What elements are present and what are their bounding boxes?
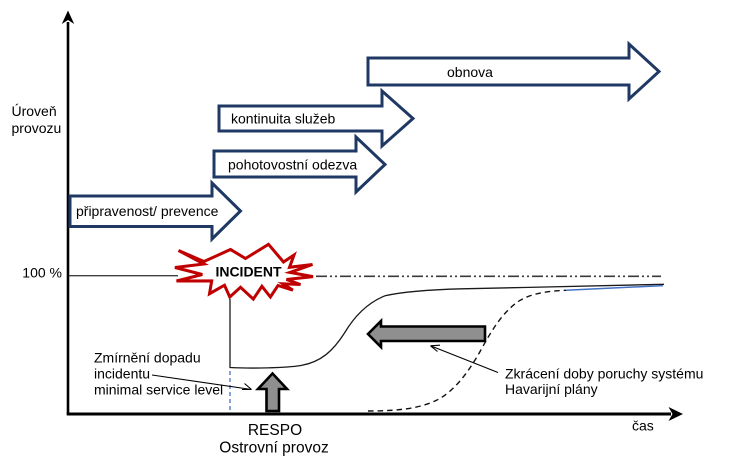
svg-text:pohotovostní odezva: pohotovostní odezva [228,157,357,173]
svg-text:minimal service level: minimal service level [94,382,223,398]
svg-text:kontinuita služeb: kontinuita služeb [231,111,336,127]
svg-text:provozu: provozu [12,120,62,136]
svg-text:RESPO: RESPO [248,422,302,439]
svg-text:Zmírnění dopadu: Zmírnění dopadu [94,350,201,366]
svg-text:INCIDENT: INCIDENT [215,264,282,280]
svg-text:připravenost/ prevence: připravenost/ prevence [76,203,219,219]
svg-text:čas: čas [632,418,654,434]
svg-text:Úroveň: Úroveň [12,103,57,119]
svg-text:Ostrovní provoz: Ostrovní provoz [219,440,328,457]
svg-text:incidentu: incidentu [94,366,150,382]
svg-text:Havarijní plány: Havarijní plány [505,381,598,397]
svg-text:100 %: 100 % [22,265,62,281]
svg-text:Zkrácení doby poruchy systému: Zkrácení doby poruchy systému [505,366,703,382]
svg-text:obnova: obnova [447,64,493,80]
